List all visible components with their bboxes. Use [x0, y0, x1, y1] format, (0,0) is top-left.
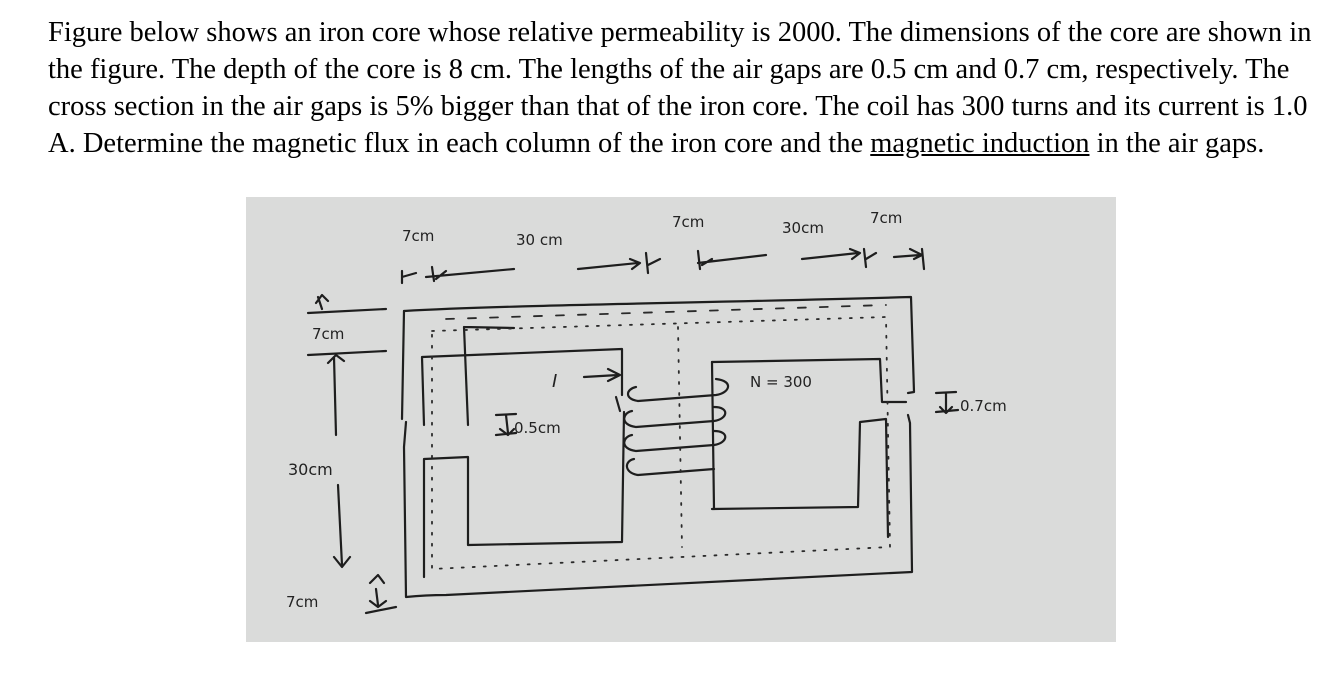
- coil-winding-3: [623, 429, 727, 453]
- flux-path-outer: [431, 316, 891, 570]
- label-gap-1: 0.5cm: [514, 419, 561, 437]
- left-window-upper: [462, 325, 516, 427]
- problem-text-underlined: magnetic induction: [870, 128, 1090, 159]
- label-left-bottom-height: 7cm: [286, 593, 318, 611]
- core-left-upper-limb: [400, 309, 406, 421]
- problem-text: Figure below shows an iron core whose re…: [48, 17, 1312, 159]
- gap1-marker: [494, 412, 518, 437]
- dim-top-window2-arrow: [800, 247, 862, 261]
- coil-winding-1: [626, 377, 730, 403]
- dim-top-right-arrows: [862, 247, 926, 271]
- left-window-upper-box: [420, 347, 624, 427]
- core-outer-outline: [402, 295, 916, 599]
- coil-winding-4: [625, 457, 716, 477]
- current-arrow: [582, 367, 622, 383]
- coil-winding-2: [623, 405, 727, 429]
- dim-top-window1-arrow: [576, 257, 642, 271]
- label-left-top-height: 7cm: [312, 325, 344, 343]
- right-window: [710, 357, 908, 539]
- problem-statement: Figure below shows an iron core whose re…: [48, 14, 1318, 162]
- label-top-right-width: 7cm: [870, 209, 902, 227]
- label-top-window-1: 30 cm: [516, 231, 563, 249]
- dim-left-top: [306, 293, 388, 315]
- flux-path-center: [677, 326, 683, 548]
- flux-path-top: [445, 304, 887, 320]
- dim-left-mid: [306, 349, 388, 437]
- label-turns: N = 300: [750, 373, 812, 391]
- label-top-mid-width: 7cm: [672, 213, 704, 231]
- dim-left-bottom: [364, 573, 398, 615]
- center-leg-left: [614, 395, 622, 413]
- label-top-left-width: 7cm: [402, 227, 434, 245]
- core-figure-photo: 7cm 30 cm 7cm 30cm 7cm 7cm 30cm 7cm I 0.…: [246, 197, 1116, 642]
- core-sketch: 7cm 30 cm 7cm 30cm 7cm 7cm 30cm 7cm I 0.…: [286, 209, 1007, 615]
- label-left-window-height: 30cm: [288, 460, 333, 479]
- dim-left-low: [332, 483, 352, 569]
- label-current: I: [552, 371, 557, 392]
- label-top-window-2: 30cm: [782, 219, 824, 237]
- dim-top-left-arrows: [400, 265, 516, 285]
- left-window-lower: [422, 410, 626, 579]
- gap2-marker: [934, 390, 960, 415]
- center-leg-right: [710, 360, 716, 511]
- dim-top-mid-arrows: [644, 249, 768, 275]
- label-gap-2: 0.7cm: [960, 397, 1007, 415]
- problem-text-end: in the air gaps.: [1089, 128, 1265, 159]
